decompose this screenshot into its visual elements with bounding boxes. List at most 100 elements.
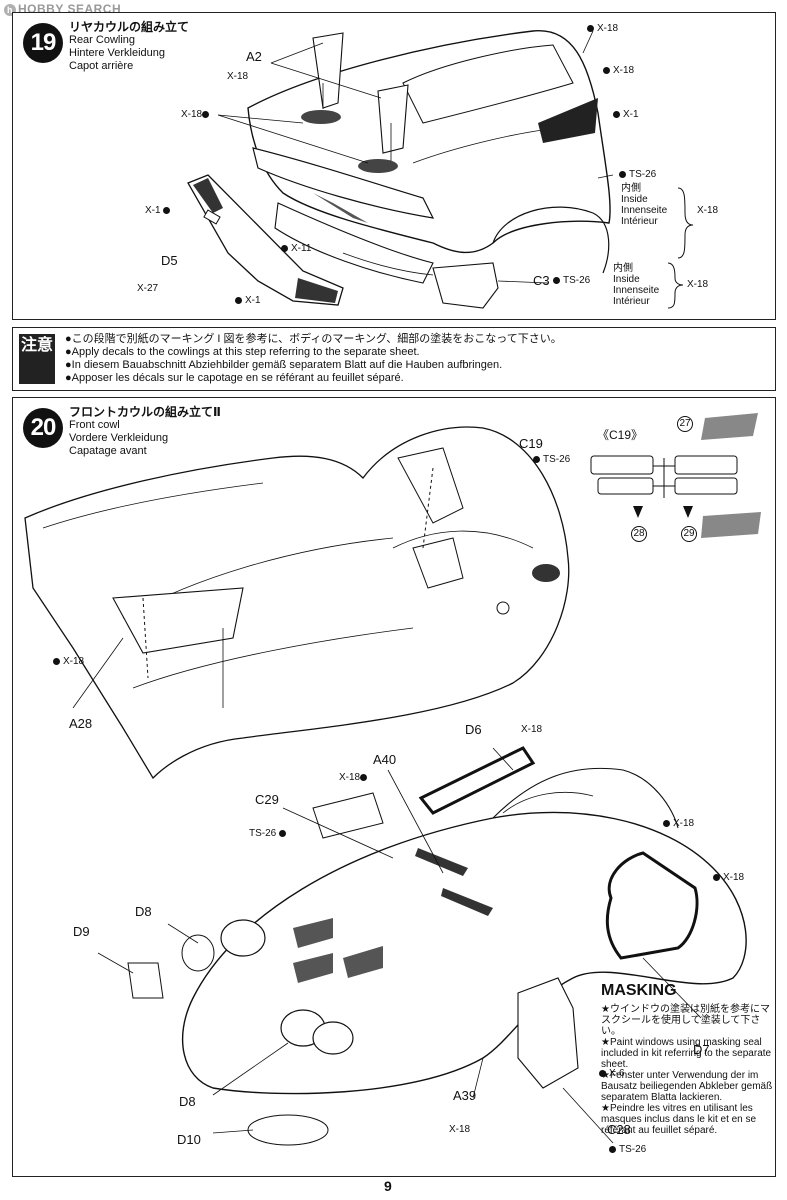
paint-label-x27: X-27 [137,283,158,294]
paint-code: X-18 [723,872,745,883]
step-20-titles: フロントカウルの組み立てⅡ Front cowl Vordere Verklei… [69,406,221,458]
step-20-title-de: Vordere Verkleidung [69,432,169,444]
part-label-a39: A39 [453,1088,477,1103]
inside-paint-2: X-18 [687,279,709,290]
inside-note-fr: Intérieur [621,216,658,227]
paint-label-x1-c: X-1 [235,295,261,306]
screw-icon [533,455,540,463]
inside-note-en: Inside [613,274,640,285]
screw-icon [609,1145,616,1153]
part-label-c29: C29 [255,792,279,807]
screw-icon [663,819,670,827]
paint-code: TS-26 [629,169,657,180]
notice-panel: 注意 ●この段階で別紙のマーキング I 図を参考に、ボディのマーキング、細部の塗… [12,327,776,391]
step-20-title-fr: Capatage avant [69,445,147,457]
paint-label-a40-x18: X-18 [339,772,370,783]
paint-code: X-1 [145,205,161,216]
paint-label-d6-x18: X-18 [521,724,542,735]
screw-icon [163,206,171,214]
part-label-a28: A28 [69,716,93,731]
paint-code: X-1 [623,109,639,120]
screw-icon [713,873,720,881]
screw-icon [553,276,560,284]
masking-en: ★Paint windows using masking seal includ… [601,1037,772,1070]
paint-label-x1-a: X-1 [613,109,639,120]
paint-label-ts26-b: TS-26 [553,275,590,286]
screw-icon [619,170,626,178]
c19-reference-label: 《C19》 [597,428,644,442]
step-19-title-fr: Capot arrière [69,60,134,72]
paint-code: X-18 [521,724,543,735]
inside-note-2: 内側 Inside Innenseite Intérieur [613,263,659,307]
paint-label-c29-ts26: TS-26 [249,828,289,839]
step-19-panel: 19 リヤカウルの組み立て Rear Cowling Hintere Verkl… [12,12,776,320]
paint-code: TS-26 [543,454,571,465]
part-label-c28: C28 [607,1122,631,1137]
step-19-title-en: Rear Cowling [69,34,136,46]
step-19-titles: リヤカウルの組み立て Rear Cowling Hintere Verkleid… [69,21,189,73]
paint-code: X-18 [181,109,203,120]
part-label-d8-upper: D8 [135,904,152,919]
inside-paint-1: X-18 [697,205,719,216]
step-20-title-jp: フロントカウルの組み立てⅡ [69,405,221,419]
masking-fr: ★Peindre les vitres en utilisant les mas… [601,1103,757,1136]
notice-tag: 注意 [19,334,55,384]
paint-label-a39-x18: X-18 [449,1124,470,1135]
masking-note: MASKING ★ウインドウの塗装は別紙を参考にマスクシールを使用して塗装して下… [601,982,776,1136]
paint-label-x18-a: X-18 [227,71,248,82]
part-label-d6: D6 [465,722,482,737]
screw-icon [599,1069,606,1077]
screw-icon [235,296,242,304]
rear-cowling-illustration [187,30,694,309]
paint-label-x1-b: X-1 [145,205,173,216]
part-label-d7: D7 [693,1042,710,1057]
paint-label-ts26-a: TS-26 [619,169,656,180]
step-19-title-jp: リヤカウルの組み立て [69,20,190,34]
paint-code: X-18 [597,23,619,34]
step-19-title-de: Hintere Verkleidung [69,47,166,59]
paint-label-x11: X-11 [281,243,311,254]
inside-note-fr: Intérieur [613,296,650,307]
notice-line-fr: ●Apposer les décals sur le capotage en s… [65,372,404,384]
screw-icon [360,773,368,781]
paint-label-c28-ts26: TS-26 [609,1144,646,1155]
masking-title: MASKING [601,982,677,999]
paint-label-a28-x18: X-18 [53,656,84,667]
decal-number-28: 28 [631,526,647,542]
part-label-c19: C19 [519,436,543,451]
step-19-number: 19 [23,23,63,63]
screw-icon [603,66,610,74]
screw-icon [281,244,288,252]
inside-note-jp: 内側 [613,263,633,274]
decal-number-27: 27 [677,416,693,432]
masking-jp: ★ウインドウの塗装は別紙を参考にマスクシールを使用して塗装して下さい。 [601,1004,770,1037]
part-label-d8-lower: D8 [179,1094,196,1109]
screw-icon [53,657,60,665]
part-label-d5: D5 [161,253,178,268]
paint-label-x18-b: X-18 [181,109,212,120]
paint-code: X-18 [227,71,249,82]
paint-label-x18-r2: X-18 [713,872,744,883]
screw-icon [279,829,287,837]
step-20-panel: 20 フロントカウルの組み立てⅡ Front cowl Vordere Verk… [12,397,776,1177]
paint-label-c19-ts26: TS-26 [533,454,570,465]
inside-note-jp: 内側 [621,183,641,194]
screw-icon [613,110,620,118]
part-label-a40: A40 [373,752,397,767]
paint-code: TS-26 [619,1144,647,1155]
paint-label-x18-c: X-18 [587,23,618,34]
paint-code: X-11 [291,243,312,254]
paint-code: X-27 [137,283,159,294]
notice-line-jp: ●この段階で別紙のマーキング I 図を参考に、ボディのマーキング、細部の塗装をお… [65,333,562,345]
part-label-d9: D9 [73,924,90,939]
paint-code: X-18 [63,656,85,667]
paint-label-x18-d: X-18 [603,65,634,76]
decal-number-29: 29 [681,526,697,542]
step-20-number: 20 [23,408,63,448]
part-label-a2: A2 [246,49,262,64]
part-label-d10: D10 [177,1132,201,1147]
inside-note-1: 内側 Inside Innenseite Intérieur [621,183,667,227]
front-cowl-illustration [24,413,761,1146]
inside-note-de: Innenseite [613,285,660,296]
paint-code: X-18 [339,772,361,783]
